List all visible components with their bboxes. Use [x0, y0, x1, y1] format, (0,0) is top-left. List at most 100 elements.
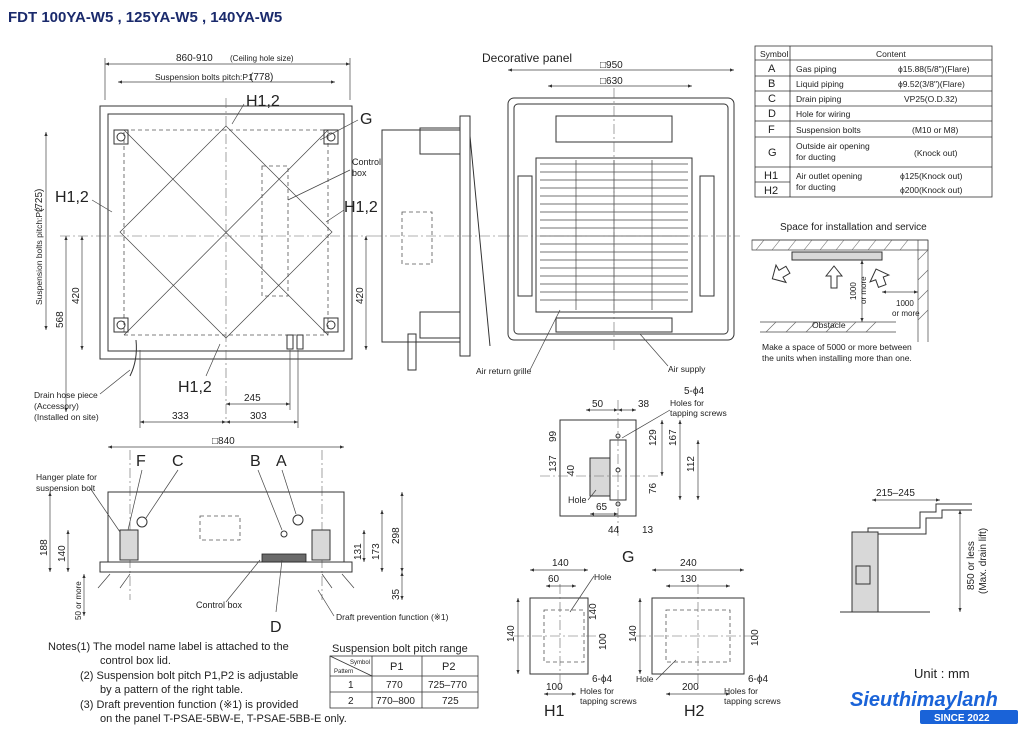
h12-bottom: H1,2 — [178, 379, 212, 396]
h1-tapping: tapping screws — [580, 696, 637, 706]
sym-c-spec: VP25(O.D.32) — [904, 94, 958, 104]
label-c: C — [172, 453, 184, 470]
sym-c-name: Drain piping — [796, 94, 842, 104]
h1-dim-60: 60 — [548, 574, 560, 585]
drain-lift-dim: 215–245 — [876, 488, 915, 499]
g-holes-for: Holes for — [670, 398, 704, 408]
sym-h2-name: for ducting — [796, 182, 836, 192]
dim-950: □950 — [600, 60, 623, 71]
dim-50-more: 50 or more — [74, 581, 83, 620]
label-d: D — [270, 619, 282, 636]
g-dim-13: 13 — [642, 525, 654, 536]
notes: Notes(1) The model name label is attache… — [48, 641, 347, 725]
drawing-title: FDT 100YA-W5 , 125YA-W5 , 140YA-W5 — [8, 9, 282, 26]
dim-303: 303 — [250, 411, 267, 422]
g-dim-112: 112 — [686, 456, 697, 472]
h1-dim-100: 100 — [546, 682, 563, 693]
sym-g-spec: (Knock out) — [914, 148, 958, 158]
drain-lift-1: 850 or less — [966, 541, 977, 590]
air-return-label: Air return grille — [476, 366, 532, 376]
h1-detail-label: H1 — [544, 703, 565, 720]
g-dim-129: 129 — [648, 429, 659, 446]
g-dim-50: 50 — [592, 399, 604, 410]
dim-140-front: 140 — [57, 545, 68, 562]
note-1a: Notes(1) The model name label is attache… — [48, 641, 289, 653]
content-header: Content — [876, 49, 906, 59]
p1-value: (778) — [250, 72, 273, 83]
dim-840: □840 — [212, 436, 235, 447]
dim-420-right: 420 — [355, 287, 366, 304]
h12-top: H1,2 — [246, 93, 280, 110]
dim-298: 298 — [391, 527, 402, 544]
dim-245: 245 — [244, 393, 261, 404]
h2-tapping: tapping screws — [724, 696, 781, 706]
space-1000b: 1000 — [896, 299, 914, 308]
h2-dim-100-right: 100 — [750, 629, 761, 646]
h1-hole: Hole — [594, 572, 612, 582]
h2-dim-240: 240 — [680, 558, 697, 569]
sym-d-name: Hole for wiring — [796, 109, 851, 119]
dim-131: 131 — [353, 543, 364, 560]
dim-188: 188 — [39, 539, 50, 556]
sym-d: D — [768, 108, 776, 120]
pitch-corner-bottom: Pattern — [334, 669, 353, 675]
label-f: F — [136, 453, 146, 470]
brand-logo-since: SINCE 2022 — [934, 713, 990, 724]
g-dim-167: 167 — [668, 429, 679, 446]
install-note-1: Make a space of 5000 or more between — [762, 342, 912, 352]
sym-g: G — [768, 147, 777, 159]
pitch-corner-top: Symbol — [350, 660, 370, 666]
space-1000a: 1000 — [849, 282, 858, 300]
sym-a-name: Gas piping — [796, 64, 837, 74]
ceiling-hole-dim: 860-910 — [176, 53, 213, 64]
sym-h1-name: Air outlet opening — [796, 171, 862, 181]
drain-lift-2: (Max. drain lift) — [978, 528, 989, 594]
symbol-table: Symbol Content A Gas piping ϕ15.88(5/8")… — [754, 45, 993, 198]
h1-dim-140-right: 140 — [588, 603, 599, 620]
pitch-row1-p1: 770 — [386, 680, 403, 691]
brand-logo: Sieuthimaylanh SINCE 2022 — [850, 689, 1018, 724]
h1-dim-140-top: 140 — [552, 558, 569, 569]
h2-dim-140-left: 140 — [628, 625, 639, 642]
h2-hole: Hole — [636, 674, 654, 684]
control-box-front: Control box — [196, 600, 243, 610]
sym-b-name: Liquid piping — [796, 79, 844, 89]
g-holes: 5-ϕ4 — [684, 386, 704, 397]
note-2a: (2) Suspension bolt pitch P1,P2 is adjus… — [80, 670, 298, 682]
h1-dim-140-left: 140 — [506, 625, 517, 642]
control-box-label-2: box — [352, 168, 367, 178]
h2-dim-130: 130 — [680, 574, 697, 585]
dim-420-left: 420 — [71, 287, 82, 304]
sym-g-name: Outside air opening — [796, 141, 870, 151]
label-g-top: G — [360, 111, 372, 128]
g-dim-65: 65 — [596, 502, 608, 513]
sym-f: F — [768, 124, 775, 136]
drain-hose-3: (Installed on site) — [34, 412, 99, 422]
pitch-row2-p2: 725 — [442, 696, 459, 707]
drain-lift-detail: 215–245 850 or less (Max. drain lift) — [840, 488, 989, 613]
unit-label: Unit : mm — [914, 666, 970, 681]
pitch-col-p1: P1 — [390, 661, 403, 673]
g-dim-44: 44 — [608, 525, 620, 536]
g-hole: Hole — [568, 495, 587, 505]
label-a: A — [276, 453, 287, 470]
h1-holes-for: Holes for — [580, 686, 614, 696]
p2-label: Suspension bolts pitch:P2 — [34, 207, 44, 305]
dim-333: 333 — [172, 411, 189, 422]
brand-logo-text: Sieuthimaylanh — [850, 689, 998, 711]
pitch-row2-pattern: 2 — [348, 696, 354, 707]
decorative-panel-view: Decorative panel □950 □630 Air retur — [476, 51, 740, 376]
sym-a: A — [768, 63, 776, 75]
sym-f-spec: (M10 or M8) — [912, 125, 958, 135]
p1-label: Suspension bolts pitch:P1 — [155, 72, 253, 82]
front-view: □840 F C B A Hanger plate for suspension… — [36, 436, 449, 636]
symbol-header: Symbol — [760, 49, 788, 59]
drain-hose-2: (Accessory) — [34, 401, 79, 411]
pitch-row2-p1: 770–800 — [376, 696, 415, 707]
g-dim-40: 40 — [566, 464, 577, 476]
h1-holes: 6-ϕ4 — [592, 674, 612, 685]
sym-f-name: Suspension bolts — [796, 125, 861, 135]
sym-h1-spec: ϕ125(Knock out) — [900, 171, 963, 181]
air-supply-label: Air supply — [668, 364, 706, 374]
hanger-plate-2: suspension bolt — [36, 483, 96, 493]
